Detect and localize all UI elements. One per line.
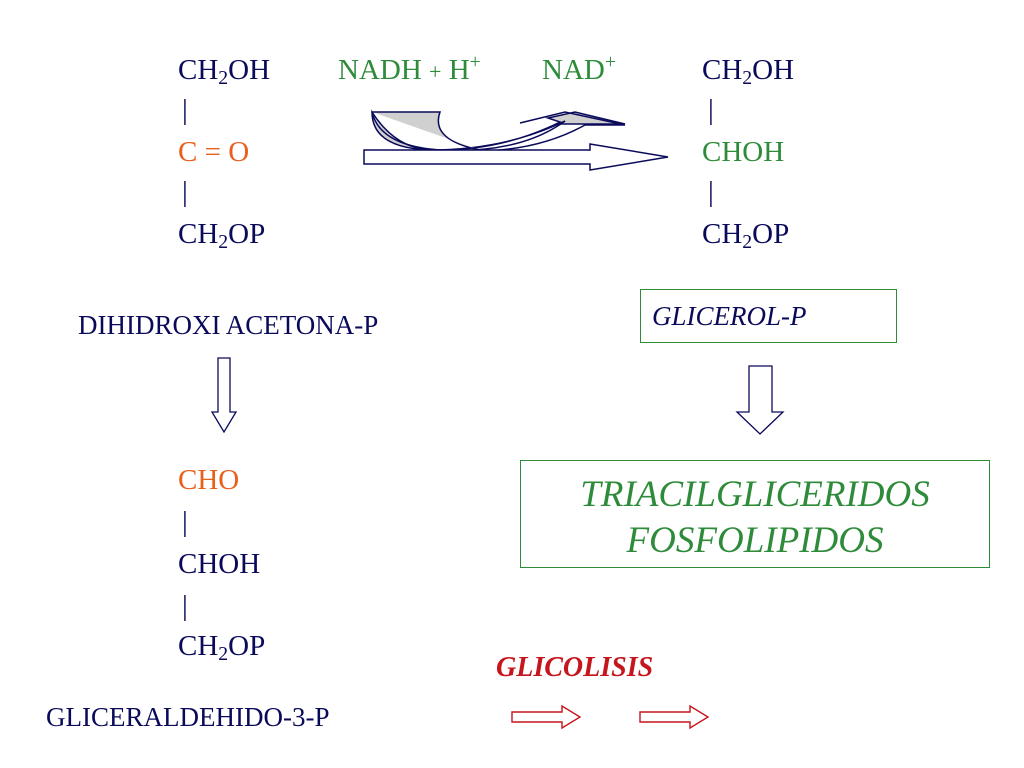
dhap-ch2oh: CH2OH xyxy=(178,54,271,89)
dhap-bond-2: | xyxy=(182,176,188,208)
glycolysis-arrow-2 xyxy=(639,704,710,730)
down-arrow-glicerol xyxy=(735,365,785,435)
cofactor-curved-arrow xyxy=(371,109,626,152)
nad-label: NAD+ xyxy=(542,51,616,86)
dhap-name: DIHIDROXI ACETONA-P xyxy=(78,310,379,340)
reaction-arrow xyxy=(363,143,669,171)
g3p-choh: CHOH xyxy=(178,548,261,580)
products-phospholipids: FOSFOLIPIDOS xyxy=(626,520,884,561)
glycolysis-arrow-1 xyxy=(511,704,582,730)
products-box xyxy=(520,460,990,568)
g3p-name: GLICERALDEHIDO-3-P xyxy=(46,702,330,732)
glycerol-bond-1: | xyxy=(708,94,714,126)
nadh-label: NADH + H+ xyxy=(338,51,481,86)
dhap-ch2op: CH2OP xyxy=(178,218,266,253)
g3p-ch2op: CH2OP xyxy=(178,630,266,665)
glycerol-ch2op: CH2OP xyxy=(702,218,790,253)
g3p-bond-2: | xyxy=(182,590,188,622)
down-arrow-dhap xyxy=(210,357,238,434)
glycerol-name: GLICEROL-P xyxy=(652,301,807,331)
products-triacylglycerides: TRIACILGLICERIDOS xyxy=(580,474,930,515)
glycerol-bond-2: | xyxy=(708,176,714,208)
glycolysis-label: GLICOLISIS xyxy=(496,652,654,683)
dhap-bond-1: | xyxy=(182,94,188,126)
g3p-bond-1: | xyxy=(182,506,188,538)
glycerol-ch2oh: CH2OH xyxy=(702,54,795,89)
glycerol-name-box xyxy=(640,289,897,343)
dhap-carbonyl: C = O xyxy=(178,136,250,168)
glycerol-choh: CHOH xyxy=(702,136,785,168)
g3p-cho: CHO xyxy=(178,464,240,496)
